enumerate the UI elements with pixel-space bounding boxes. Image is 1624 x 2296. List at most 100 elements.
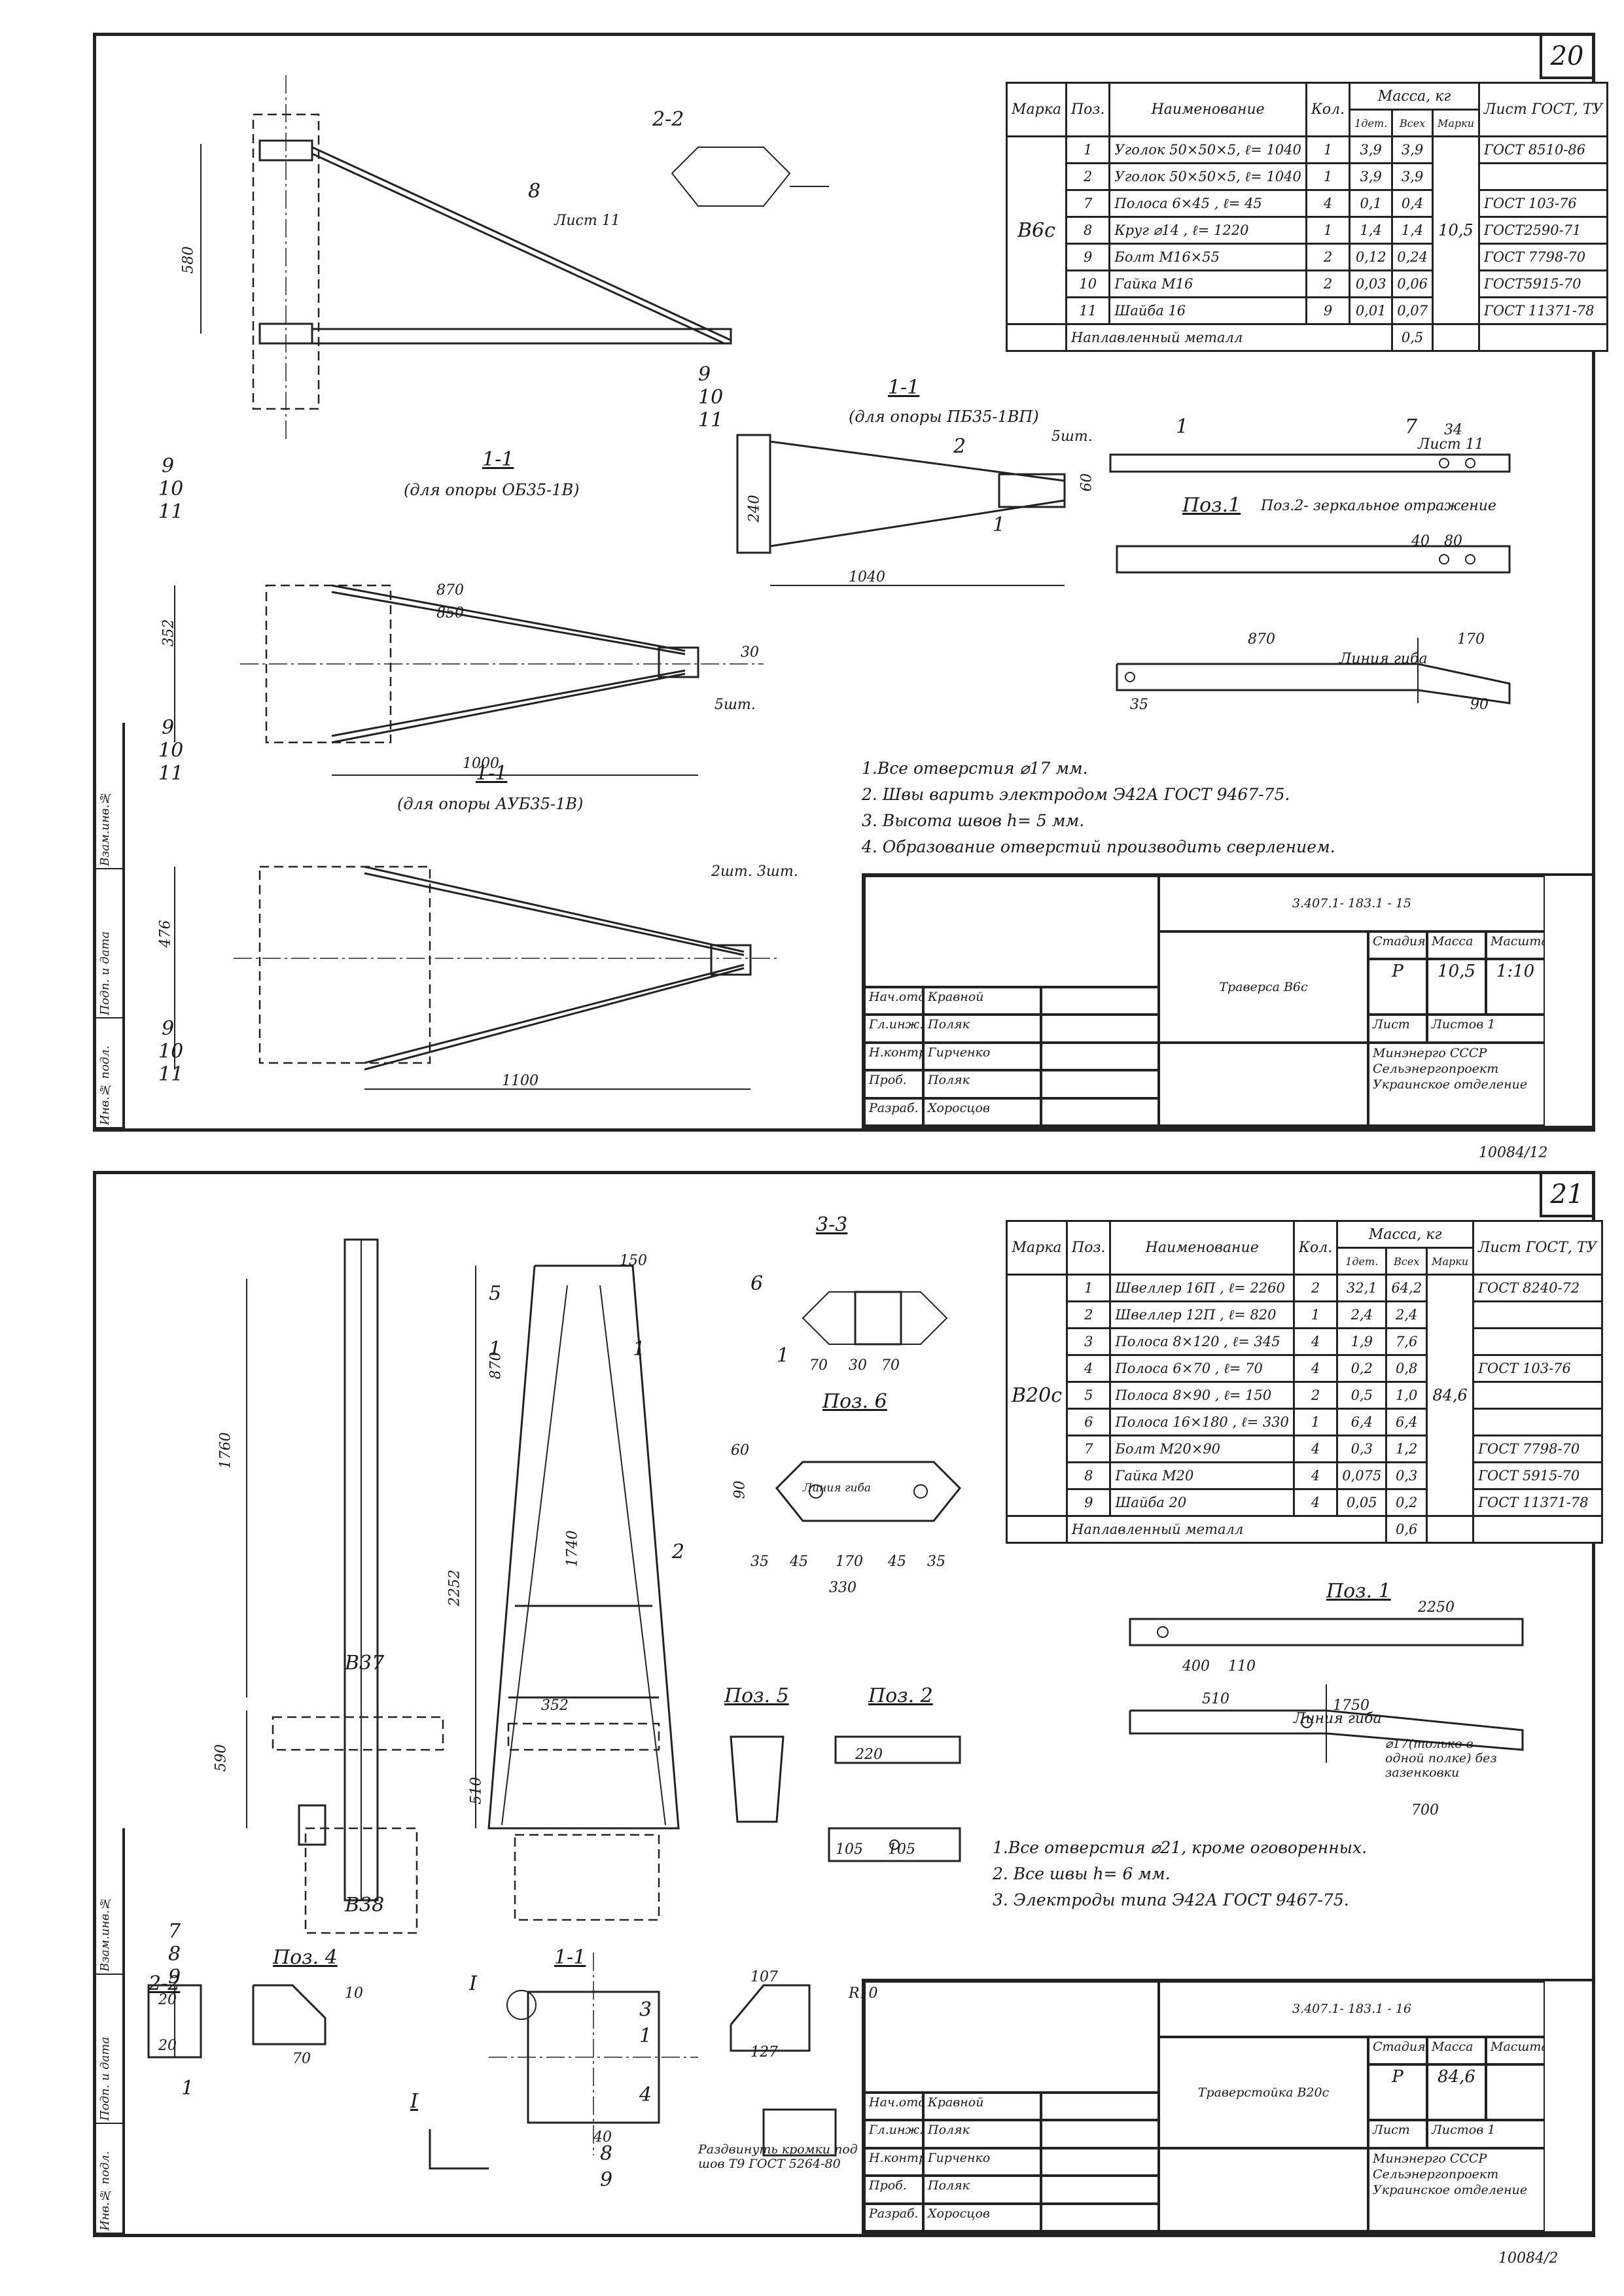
spec-sub-all: Всех bbox=[1385, 1247, 1428, 1276]
spec-cell bbox=[1472, 1327, 1603, 1356]
table-row: 2 Уголок 50×50×5, ℓ= 1040 1 3,9 3,9 bbox=[1007, 162, 1609, 191]
stamp-mass: 84,6 bbox=[1427, 2064, 1486, 2121]
spec-cell: Круг ⌀14 , ℓ= 1220 bbox=[1108, 216, 1307, 245]
callout-10b: 10 bbox=[158, 478, 184, 500]
sheet-ref-label-2: Лист 11 bbox=[1418, 436, 1484, 453]
spec-cell: 0,3 bbox=[1385, 1461, 1428, 1490]
dim-30: 30 bbox=[741, 644, 759, 661]
dim-700: 700 bbox=[1411, 1802, 1439, 1818]
spec-cell: ГОСТ 103-76 bbox=[1478, 189, 1609, 218]
dim-870b: 870 bbox=[1248, 631, 1275, 648]
dim-2sht: 2шт. bbox=[711, 863, 752, 880]
notes-sheet-21: 1.Все отверстия ⌀21, кроме оговоренных. … bbox=[993, 1835, 1367, 1913]
dim-35: 35 bbox=[1130, 697, 1148, 713]
dim-3sht: 3шт. bbox=[757, 863, 798, 880]
callout-4: 4 bbox=[639, 2083, 652, 2106]
dim-30: 30 bbox=[849, 1357, 867, 1374]
side-strip: Инв.№ подл. Подп. и дата Взам.инв.№ bbox=[94, 1828, 125, 2234]
spec-cell bbox=[1472, 1300, 1603, 1329]
spec-cell: 0,12 bbox=[1349, 243, 1394, 271]
callout-1-pos: 1 bbox=[1176, 415, 1189, 438]
dim-70b: 70 bbox=[881, 1357, 900, 1374]
stamp-person: Гирченко bbox=[923, 2148, 1041, 2176]
callout-1: 1 bbox=[993, 513, 1006, 536]
spec-cell: Полоса 8×120 , ℓ= 345 bbox=[1109, 1327, 1295, 1356]
spec-cell: 8 bbox=[1065, 216, 1111, 245]
spec-cell: 2 bbox=[1305, 270, 1351, 298]
spec-cell: ГОСТ 8510-86 bbox=[1478, 135, 1609, 164]
stamp-role: Разраб. bbox=[864, 1098, 923, 1126]
stamp-person: Гирченко bbox=[923, 1042, 1041, 1071]
stamp-person: Поляк bbox=[923, 1015, 1041, 1043]
spec-cell: 3,9 bbox=[1349, 135, 1394, 164]
spec-cell: 0,8 bbox=[1385, 1354, 1428, 1383]
stamp-mass-label: Масса bbox=[1427, 931, 1486, 960]
spec-cell: 1,4 bbox=[1349, 216, 1394, 245]
dim-90: 90 bbox=[732, 1480, 749, 1499]
note-3: 3. Электроды типа Э42А ГОСТ 9467-75. bbox=[993, 1890, 1349, 1909]
stamp-stage-label: Стадия bbox=[1368, 931, 1427, 960]
spec-weld-label: Наплавленный металл bbox=[1066, 1515, 1388, 1544]
callout-3: 3 bbox=[639, 1998, 652, 2021]
spec-cell: ГОСТ 5915-70 bbox=[1472, 1461, 1603, 1490]
stamp-org: Минэнерго СССР Сельэнергопроект Украинск… bbox=[1368, 2148, 1545, 2231]
callout-11: 11 bbox=[698, 409, 724, 432]
dim-1740: 1740 bbox=[564, 1530, 581, 1567]
spec-cell: 0,4 bbox=[1391, 189, 1434, 218]
dim-60: 60 bbox=[731, 1442, 749, 1459]
spec-cell: 64,2 bbox=[1385, 1274, 1428, 1302]
callout-9: 9 bbox=[168, 1966, 181, 1989]
detail-I-marker: I bbox=[469, 1972, 477, 1995]
spec-cell: 7 bbox=[1066, 1435, 1112, 1463]
table-row: 11 Шайба 16 9 0,01 0,07 ГОСТ 11371-78 bbox=[1007, 296, 1609, 325]
stamp-role: Н.контр. bbox=[864, 2148, 923, 2176]
stamp-person: Поляк bbox=[923, 1070, 1041, 1098]
table-row: 9 Болт М16×55 2 0,12 0,24 ГОСТ 7798-70 bbox=[1007, 243, 1609, 271]
spec-cell: 3,9 bbox=[1349, 162, 1394, 191]
callout-10d: 10 bbox=[158, 1040, 184, 1063]
dim-1000: 1000 bbox=[463, 756, 499, 772]
spec-head-pos: Поз. bbox=[1065, 82, 1111, 137]
spec-cell: Полоса 6×70 , ℓ= 70 bbox=[1109, 1354, 1295, 1383]
dim-510: 510 bbox=[468, 1777, 485, 1805]
spec-cell: 0,3 bbox=[1336, 1435, 1388, 1463]
spec-cell: 9 bbox=[1065, 243, 1111, 271]
stamp-role: Проб. bbox=[864, 2176, 923, 2204]
spec-cell: 4 bbox=[1292, 1488, 1339, 1517]
section-note-ayb: (для опоры АУБ35-1В) bbox=[397, 795, 584, 813]
section-label-1-1-ob: 1-1 bbox=[482, 448, 514, 471]
dim-80: 80 bbox=[1444, 533, 1462, 549]
sheet-ref-label: Лист 11 bbox=[554, 213, 620, 229]
edge-cut-note: Раздвинуть кромки под шов Т9 ГОСТ 5264-8… bbox=[698, 2142, 858, 2171]
stamp-sheets-label: Листов 1 bbox=[1427, 1015, 1545, 1043]
spec-mark: В6с bbox=[1006, 135, 1067, 325]
dim-352: 352 bbox=[160, 619, 177, 647]
spec-cell: Болт М20×90 bbox=[1109, 1435, 1295, 1463]
side-cell-inv: Инв.№ подл. bbox=[96, 1018, 122, 1128]
stamp-role: Н.контр. bbox=[864, 1042, 923, 1071]
spec-sub-mark: Марки bbox=[1431, 109, 1481, 137]
callout-11b: 11 bbox=[158, 500, 184, 523]
spec-cell: 2,4 bbox=[1336, 1300, 1388, 1329]
org-line: Минэнерго СССР bbox=[1373, 1045, 1487, 1060]
spec-table-b6c: Марка Поз. Наименование Кол. Масса, кг Л… bbox=[1006, 82, 1609, 352]
spec-cell: 5 bbox=[1066, 1381, 1112, 1410]
callout-9b: 9 bbox=[162, 455, 175, 478]
spec-cell bbox=[1472, 1381, 1603, 1410]
spec-cell: 0,5 bbox=[1336, 1381, 1388, 1410]
stamp-mass: 10,5 bbox=[1427, 959, 1486, 1015]
stamp-scale-label: Масштаб bbox=[1486, 931, 1545, 960]
spec-cell: Уголок 50×50×5, ℓ= 1040 bbox=[1108, 135, 1307, 164]
spec-head-pos: Поз. bbox=[1066, 1220, 1112, 1276]
callout-2: 2 bbox=[953, 435, 966, 458]
spec-cell: Полоса 6×45 , ℓ= 45 bbox=[1108, 189, 1307, 218]
spec-total-mass: 84,6 bbox=[1426, 1274, 1475, 1517]
dim-20a: 20 bbox=[158, 1992, 177, 2008]
sheet-20-archive-code: 10084/12 bbox=[1479, 1145, 1548, 1161]
pos6-label: Поз. 6 bbox=[822, 1390, 887, 1413]
spec-cell: 1,2 bbox=[1385, 1435, 1428, 1463]
spec-head-gost: Лист ГОСТ, ТУ bbox=[1478, 82, 1609, 137]
doc-code: 3.407.1- 183.1 - 15 bbox=[1159, 876, 1545, 931]
spec-cell: 4 bbox=[1292, 1354, 1339, 1383]
dim-1040: 1040 bbox=[849, 569, 885, 585]
